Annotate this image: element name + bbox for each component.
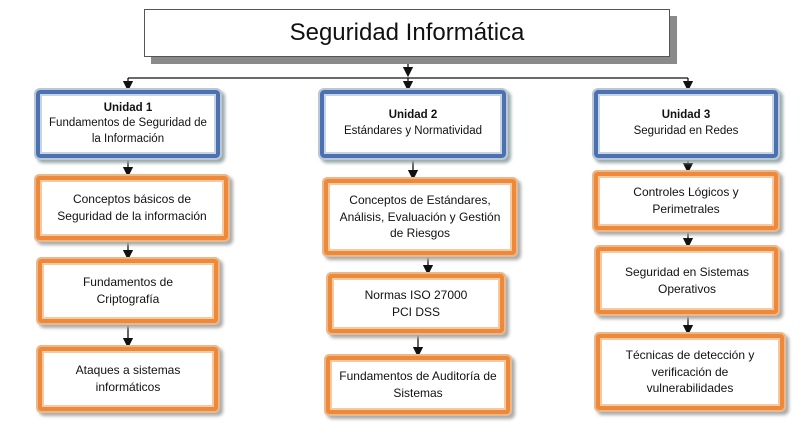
unit-1-topic-1: Conceptos básicos de Seguridad de la inf… [34,174,230,242]
unit-1-topic-3: Ataques a sistemas informáticos [36,345,220,413]
unit-3-heading: Unidad 3 [661,109,711,122]
unit-2-subtitle: Estándares y Normatividad [343,125,483,137]
unit-2-topic-1: Conceptos de Estándares, Análisis, Evalu… [322,177,518,257]
unit-2-heading: Unidad 2 [388,109,438,122]
unit-3-box: Unidad 3 Seguridad en Redes [592,88,780,160]
unit-3-topic-1: Controles Lógicos y Perimetrales [592,170,780,232]
unit-1-box: Unidad 1 Fundamentos de Seguridad de la … [34,88,222,160]
unit-1-topic-2: Fundamentos de Criptografía [36,257,220,325]
unit-2-box: Unidad 2 Estándares y Normatividad [318,88,508,160]
unit-2-topic-2: Normas ISO 27000 PCI DSS [326,272,506,335]
unit-3-topic-2: Seguridad en Sistemas Operativos [594,245,780,316]
unit-1-heading: Unidad 1 [103,101,153,114]
unit-3-topic-3: Técnicas de detección y verificación de … [594,332,786,412]
unit-1-subtitle: Fundamentos de Seguridad de la Informaci… [49,117,207,145]
unit-2-topic-3: Fundamentos de Auditoría de Sistemas [324,354,512,416]
unit-3-subtitle: Seguridad en Redes [633,125,739,137]
diagram-title: Seguridad Informática [144,9,670,57]
